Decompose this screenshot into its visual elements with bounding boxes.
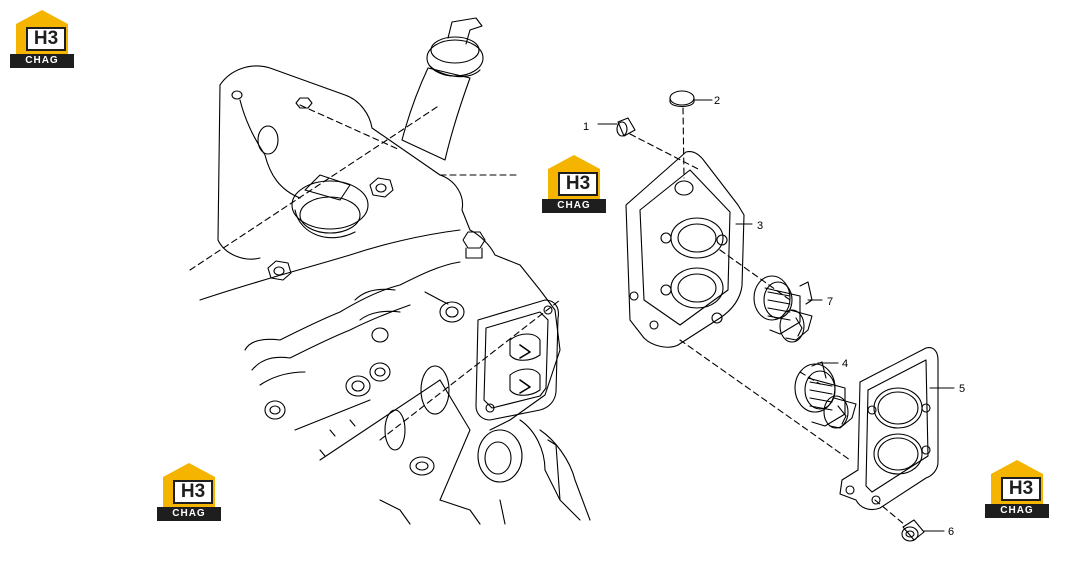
- bolt: [295, 97, 313, 109]
- housing-cover: [219, 65, 561, 431]
- watermark-logo: H3 CHAG: [542, 155, 606, 215]
- filler-pipe: [401, 67, 471, 161]
- part-2-plug: [669, 90, 695, 108]
- part-4-thermostat: [794, 361, 857, 429]
- logo-text: CHAG: [985, 504, 1049, 518]
- oil-cap: [291, 180, 369, 230]
- bolt: [267, 260, 292, 281]
- filler-cap-handle: [447, 17, 483, 45]
- watermark-logo: H3 CHAG: [10, 10, 74, 70]
- callout-4: 4: [842, 358, 848, 370]
- part-3-thermostat-housing: [625, 151, 745, 348]
- logo-text: CHAG: [157, 507, 221, 521]
- logo-mark: H3: [173, 480, 213, 504]
- logo-mark: H3: [1001, 477, 1041, 501]
- part-5-gasket: [839, 347, 939, 511]
- callout-7: 7: [827, 296, 833, 308]
- part-7-thermostat: [753, 275, 813, 343]
- callout-6: 6: [948, 526, 954, 538]
- logo-text: CHAG: [542, 199, 606, 213]
- watermark-logo: H3 CHAG: [985, 460, 1049, 520]
- engine-thermostat-cover: [475, 299, 559, 421]
- callout-5: 5: [959, 383, 965, 395]
- callout-1: 1: [583, 121, 589, 133]
- watermark-logo: H3 CHAG: [157, 463, 221, 523]
- part-1-pin: [616, 117, 636, 137]
- logo-mark: H3: [558, 172, 598, 196]
- bolt: [462, 231, 486, 259]
- logo-text: CHAG: [10, 54, 74, 68]
- bolt: [369, 177, 394, 198]
- logo-mark: H3: [26, 27, 66, 51]
- engine-housing: [189, 17, 591, 525]
- part-6-plug: [901, 519, 925, 542]
- water-pump: [477, 429, 523, 483]
- callout-2: 2: [714, 95, 720, 107]
- callout-3: 3: [757, 220, 763, 232]
